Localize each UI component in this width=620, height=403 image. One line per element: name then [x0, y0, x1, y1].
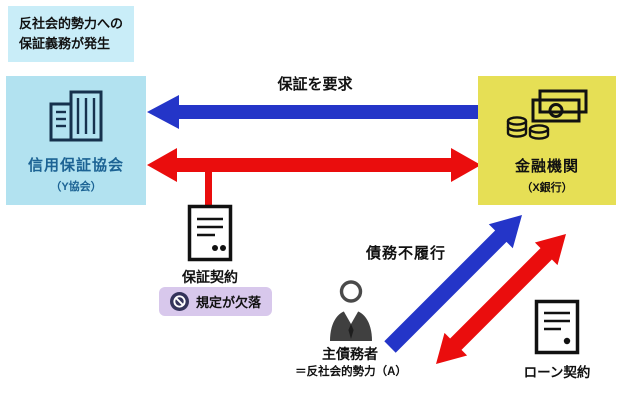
contract-connector-line	[205, 168, 212, 208]
repayment-demand-arrow	[436, 234, 566, 364]
guarantee-contract-document-icon	[187, 204, 233, 267]
guarantee-contract-label: 保証契約	[182, 269, 238, 285]
guarantor-box-title: 信用保証協会	[27, 156, 124, 174]
financial-institution-box: 金融機関 （X銀行）	[478, 76, 616, 205]
building-icon	[47, 88, 105, 147]
loan-contract-document-icon	[534, 299, 580, 360]
demand-guarantee-arrow	[147, 95, 478, 129]
callout-line-1: 反社会的勢力への	[19, 16, 124, 31]
debtor-title: 主債務者	[322, 346, 378, 362]
missing-provision-badge: 規定が欠落	[159, 287, 273, 316]
loan-contract-label: ローン契約	[523, 365, 591, 380]
debtor-subtitle: ＝反社会的勢力（A）	[295, 366, 407, 378]
mutual-guarantee-arrow	[147, 148, 481, 182]
guarantor-box-subtitle: （Y協会）	[50, 180, 102, 193]
credit-guarantee-association-box: 信用保証協会 （Y協会）	[6, 76, 146, 205]
default-label: 債務不履行	[366, 245, 447, 262]
money-icon	[504, 87, 590, 148]
debtor-person-icon	[326, 279, 376, 346]
bank-box-title: 金融機関	[514, 157, 579, 175]
prohibition-icon	[170, 292, 189, 311]
missing-provision-label: 規定が欠落	[196, 295, 262, 310]
bank-box-subtitle: （X銀行）	[521, 181, 573, 194]
callout-guarantee-obligation: 反社会的勢力への 保証義務が発生	[8, 6, 135, 63]
default-claim-arrow	[384, 215, 522, 353]
callout-line-2: 保証義務が発生	[19, 36, 111, 52]
demand-guarantee-label: 保証を要求	[277, 76, 353, 93]
